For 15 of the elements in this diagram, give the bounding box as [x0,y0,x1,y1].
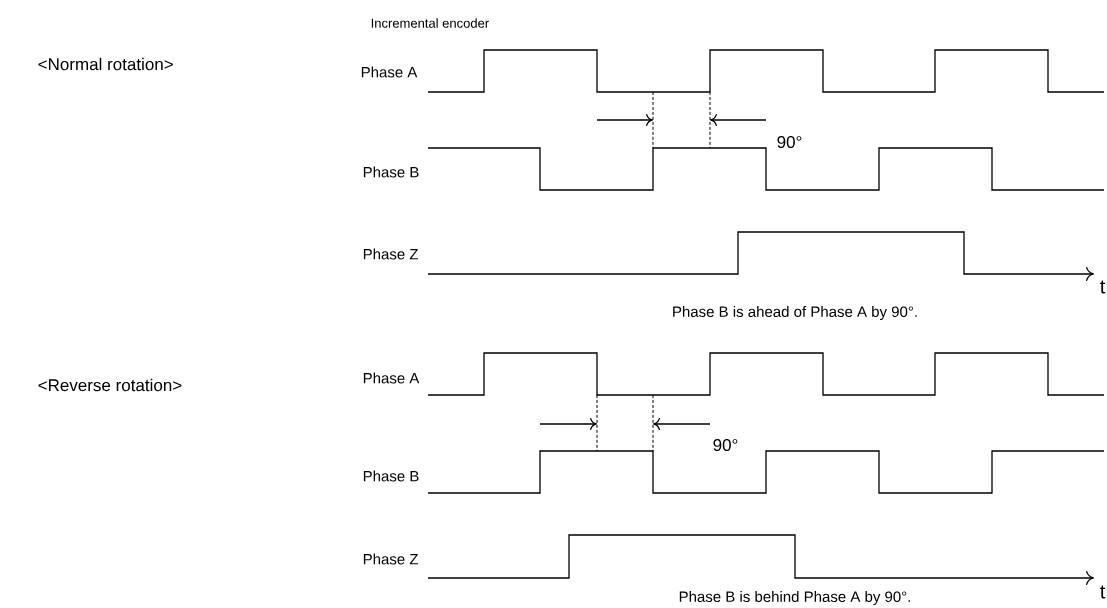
section-heading: <Reverse rotation> [38,378,182,392]
signal-label: Phase B [363,470,419,482]
axis-label: t [1100,585,1106,599]
angle-label: 90° [777,135,802,148]
section-heading: <Normal rotation> [38,57,173,71]
signal-label: Phase Z [363,248,418,260]
title-label: Incremental encoder [371,18,489,28]
signal-label: Phase Z [363,553,418,565]
signal-label: Phase B [363,166,419,178]
angle-label: 90° [713,438,738,451]
caption: Phase B is ahead of Phase A by 90°. [673,306,917,320]
axis-label: t [1100,280,1106,294]
signal-label: Phase A [363,372,420,384]
caption: Phase B is behind Phase A by 90°. [679,591,910,605]
signal-label: Phase A [361,66,418,78]
